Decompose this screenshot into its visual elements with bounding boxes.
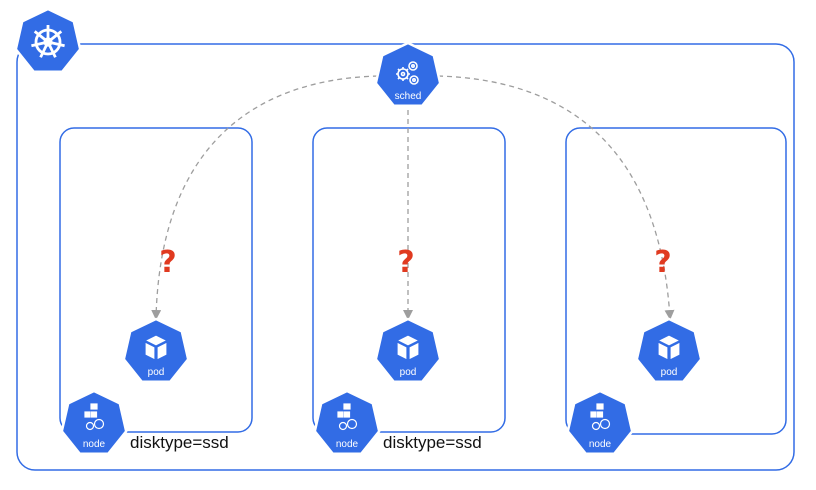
node-components-icon xyxy=(590,403,611,431)
node-components-icon xyxy=(337,403,358,431)
schedule-arrow-1 xyxy=(151,75,379,320)
node-heptagon xyxy=(313,389,381,455)
node-label: node xyxy=(589,439,612,450)
cube-icon xyxy=(144,334,168,361)
node-tag-1: disktype=ssd xyxy=(130,433,229,452)
pod-label: pod xyxy=(148,367,165,378)
pod-2: pod xyxy=(374,317,442,383)
gears-icon xyxy=(396,61,419,85)
kubernetes-wheel-icon xyxy=(31,25,65,58)
pod-label: pod xyxy=(661,367,678,378)
pod-heptagon xyxy=(635,317,703,383)
pod-label: pod xyxy=(400,367,417,378)
scheduler-label: sched xyxy=(395,91,422,102)
pod-heptagon xyxy=(374,317,442,383)
question-mark-2: ? xyxy=(397,245,414,280)
cube-icon xyxy=(657,334,681,361)
node-1: node xyxy=(60,389,128,455)
node-label: node xyxy=(336,439,359,450)
node-heptagon xyxy=(60,389,128,455)
node-boundary-3 xyxy=(565,127,787,435)
pod-heptagon xyxy=(122,317,190,383)
node-boundary-1 xyxy=(59,127,253,433)
node-boundary-2 xyxy=(312,127,506,433)
question-mark-3: ? xyxy=(654,245,671,280)
node-tag-2: disktype=ssd xyxy=(383,433,482,452)
node-heptagon xyxy=(566,389,634,455)
schedule-arrow-3 xyxy=(437,75,675,320)
node-3: node xyxy=(566,389,634,455)
node-label: node xyxy=(83,439,106,450)
node-2: node xyxy=(313,389,381,455)
pod-3: pod xyxy=(635,317,703,383)
node-components-icon xyxy=(84,403,105,431)
scheduler: sched xyxy=(374,41,442,107)
cube-icon xyxy=(396,334,420,361)
question-mark-1: ? xyxy=(159,245,176,280)
pod-1: pod xyxy=(122,317,190,383)
kubernetes-logo xyxy=(14,7,82,73)
